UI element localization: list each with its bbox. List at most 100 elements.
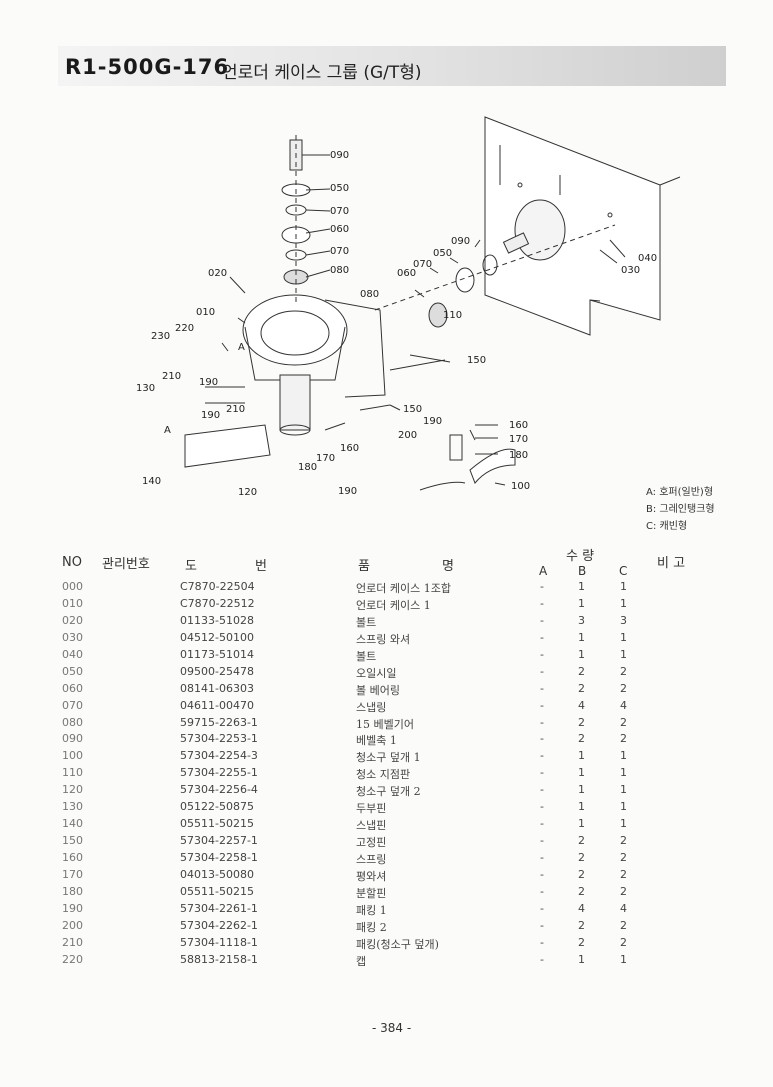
- qty-c: 1: [620, 630, 627, 644]
- part-number: 57304-2255-1: [180, 766, 258, 780]
- part-number: 05511-50215: [180, 884, 254, 898]
- callout-label: 080: [330, 265, 350, 276]
- callout-label: 230: [151, 331, 171, 342]
- part-name: 볼 베어링: [356, 683, 400, 697]
- part-no: 080: [62, 715, 83, 729]
- qty-c: 2: [620, 867, 627, 881]
- callout-label: 120: [238, 487, 258, 498]
- header-no: NO: [62, 555, 82, 570]
- part-number: 01173-51014: [180, 647, 254, 661]
- qty-c: 2: [620, 851, 627, 864]
- part-name: 볼트: [356, 649, 377, 663]
- qty-c: 3: [620, 613, 627, 627]
- callout-label: 100: [511, 481, 531, 492]
- callout-label: 080: [360, 289, 380, 300]
- part-no: 220: [62, 952, 83, 966]
- qty-a: -: [540, 596, 544, 610]
- qty-a: -: [540, 732, 544, 746]
- qty-a: -: [540, 749, 544, 763]
- header-note: 비 고: [657, 556, 686, 571]
- qty-b: 1: [578, 952, 585, 966]
- qty-b: 1: [578, 800, 585, 814]
- qty-c: 2: [620, 918, 627, 932]
- qty-a: -: [540, 783, 544, 797]
- part-number: 57304-1118-1: [180, 935, 258, 949]
- qty-b: 2: [578, 732, 585, 746]
- qty-c: 1: [620, 766, 627, 780]
- page-title: 언로더 케이스 그룹 (G/T형): [222, 63, 422, 83]
- part-number: 59715-2263-1: [180, 715, 258, 729]
- page-number: - 384 -: [372, 1021, 412, 1035]
- qty-b: 2: [578, 664, 585, 678]
- part-name: 15 베벨기어: [356, 717, 414, 731]
- part-no: 090: [62, 732, 83, 746]
- callout-label: 160: [509, 420, 529, 431]
- part-no: 200: [62, 918, 83, 932]
- part-number: 57304-2261-1: [180, 901, 258, 915]
- diagram-callouts: 090 050 070 060 070 080 020 010 230 220 …: [0, 0, 773, 540]
- part-number: 57304-2253-1: [180, 732, 258, 746]
- qty-b: 1: [578, 817, 585, 831]
- callout-label: 190: [201, 410, 221, 421]
- callout-label: 070: [330, 206, 350, 217]
- part-no: 100: [62, 749, 83, 763]
- qty-b: 1: [578, 749, 585, 763]
- callout-label: 170: [316, 453, 336, 464]
- qty-b: 2: [578, 867, 585, 881]
- part-number: 01133-51028: [180, 613, 254, 627]
- part-name: 청소구 덮개 2: [356, 785, 421, 799]
- qty-c: 2: [620, 681, 627, 695]
- qty-c: 1: [620, 580, 627, 593]
- callout-label: 040: [638, 253, 658, 264]
- callout-label: 030: [621, 265, 641, 276]
- callout-label: 190: [199, 377, 219, 388]
- qty-a: -: [540, 580, 544, 593]
- part-number: 05511-50215: [180, 817, 254, 831]
- qty-c: 1: [620, 647, 627, 661]
- part-number: 57304-2256-4: [180, 783, 258, 797]
- part-number: 05122-50875: [180, 800, 254, 814]
- part-no: 070: [62, 698, 83, 712]
- callout-label: 020: [208, 268, 228, 279]
- part-name: 스프링 와셔: [356, 632, 411, 646]
- part-no: 160: [62, 851, 83, 864]
- variant-legend: A: 호퍼(일반)형 B: 그레인탱크형 C: 캐빈형: [646, 484, 715, 535]
- qty-c: 2: [620, 732, 627, 746]
- qty-a: -: [540, 935, 544, 949]
- qty-a: -: [540, 851, 544, 864]
- part-name: 스냅핀: [356, 819, 387, 833]
- header-variant-b: B: [578, 564, 587, 578]
- callout-label: 180: [509, 450, 529, 461]
- qty-b: 2: [578, 715, 585, 729]
- header-drawing-2: 번: [255, 559, 267, 574]
- qty-b: 2: [578, 681, 585, 695]
- part-no: 030: [62, 630, 83, 644]
- header-bar: [58, 46, 726, 86]
- callout-label: 050: [330, 183, 350, 194]
- qty-a: -: [540, 884, 544, 898]
- qty-a: -: [540, 647, 544, 661]
- legend-a: A: 호퍼(일반)형: [646, 487, 714, 498]
- qty-b: 4: [578, 698, 585, 712]
- qty-a: -: [540, 664, 544, 678]
- qty-b: 1: [578, 766, 585, 780]
- callout-label: 210: [226, 404, 246, 415]
- callout-label: 170: [509, 434, 529, 445]
- part-name: 캡: [356, 954, 367, 968]
- qty-c: 1: [620, 817, 627, 831]
- callout-label: 010: [196, 307, 216, 318]
- part-name: 오일시일: [356, 666, 397, 680]
- part-no: 040: [62, 647, 83, 661]
- part-number: 57304-2254-3: [180, 749, 258, 763]
